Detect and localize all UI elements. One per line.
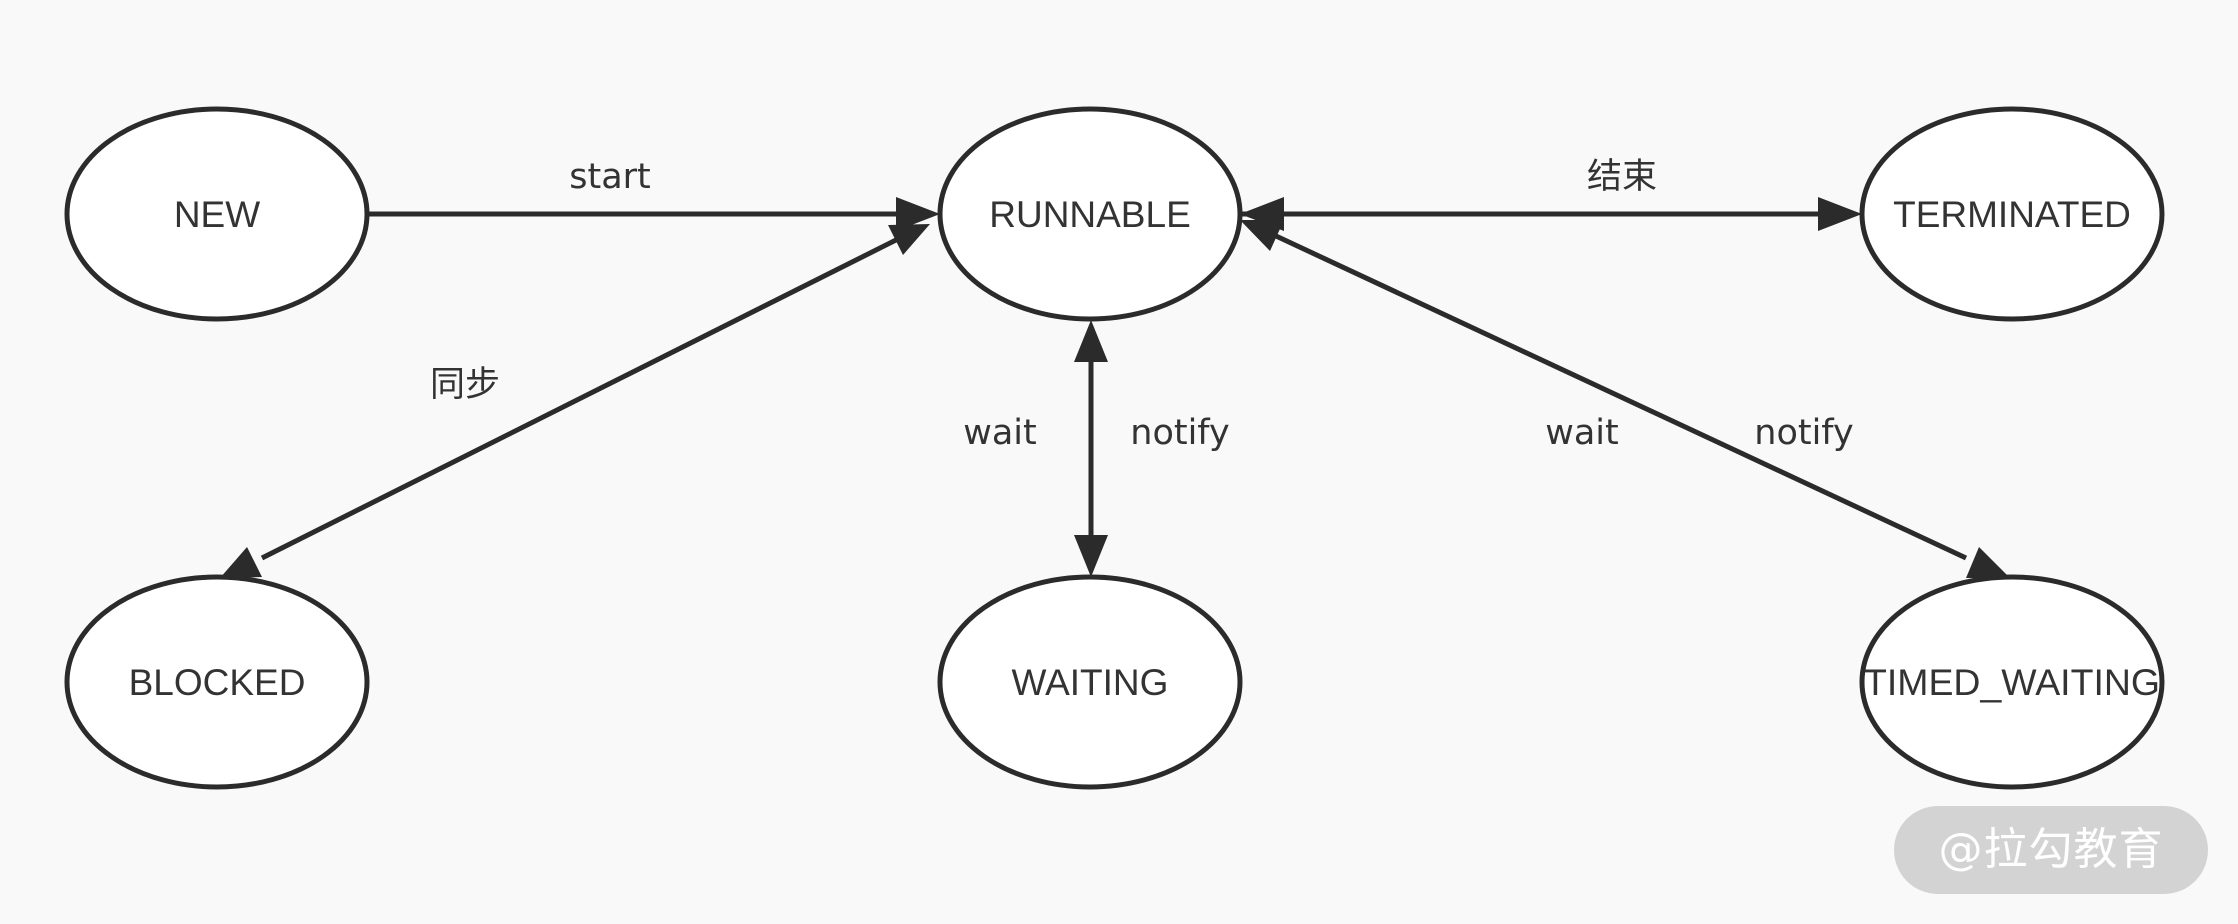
- label-notify-waiting: notify: [1130, 413, 1229, 453]
- state-waiting: WAITING: [937, 574, 1243, 790]
- state-terminated-ellipse: [1859, 106, 2165, 322]
- edge-runnable-blocked: [260, 237, 898, 561]
- state-terminated: TERMINATED: [1859, 106, 2165, 322]
- state-waiting-label: WAITING: [1012, 662, 1169, 703]
- nodes: NEW RUNNABLE TERMINATED BLOCKED WAITING: [64, 106, 2165, 790]
- arrowhead-runnable-from-blocked: [888, 224, 930, 255]
- label-notify-timed: notify: [1754, 413, 1853, 453]
- state-blocked-label: BLOCKED: [129, 662, 306, 703]
- state-runnable-label: RUNNABLE: [989, 194, 1191, 235]
- edge-labels: start 结束 同步 wait notify wait notify: [430, 157, 1854, 453]
- arrowhead-terminated: [1818, 197, 1862, 231]
- state-new-ellipse: [64, 106, 370, 322]
- arrowhead-runnable-from-waiting: [1074, 320, 1108, 362]
- arrowhead-blocked: [220, 547, 262, 578]
- edges: [220, 197, 2010, 578]
- arrowhead-timed-waiting: [1966, 547, 2010, 578]
- state-waiting-ellipse: [937, 574, 1243, 790]
- state-timed-waiting-label: TIMED_WAITING: [1864, 662, 2160, 703]
- label-sync: 同步: [430, 365, 500, 405]
- arrowhead-runnable-from-new: [896, 197, 940, 231]
- state-timed-waiting-ellipse: [1859, 574, 2165, 790]
- arrowhead-waiting: [1074, 535, 1108, 577]
- edge-runnable-timed-waiting: [1274, 233, 1968, 561]
- state-new: NEW: [64, 106, 370, 322]
- arrowhead-runnable-from-timed-waiting: [1240, 220, 1284, 251]
- watermark-badge: @拉勾教育: [1894, 806, 2208, 894]
- state-blocked-ellipse: [64, 574, 370, 790]
- label-wait-timed: wait: [1545, 413, 1619, 453]
- state-new-label: NEW: [174, 194, 260, 235]
- state-runnable-ellipse: [937, 106, 1243, 322]
- label-start: start: [569, 157, 651, 197]
- state-runnable: RUNNABLE: [937, 106, 1243, 322]
- state-terminated-label: TERMINATED: [1893, 194, 2131, 235]
- state-timed-waiting: TIMED_WAITING: [1859, 574, 2165, 790]
- label-wait-waiting: wait: [963, 413, 1037, 453]
- state-blocked: BLOCKED: [64, 574, 370, 790]
- label-end: 结束: [1587, 157, 1657, 197]
